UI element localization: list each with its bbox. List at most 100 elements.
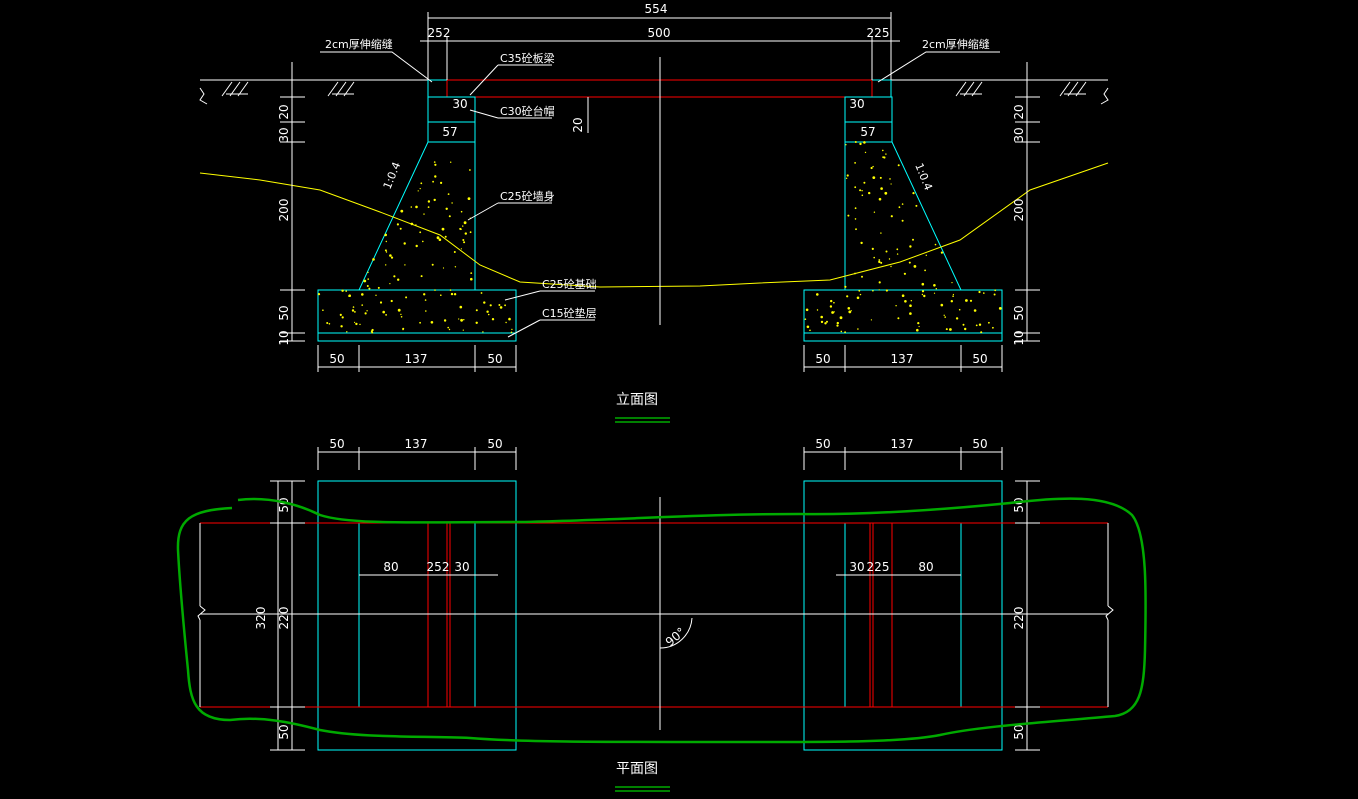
speckle <box>847 214 850 217</box>
speckle <box>863 181 866 184</box>
dim-beam-height: 20 <box>571 117 585 132</box>
speckle <box>885 250 888 253</box>
speckle <box>427 200 431 203</box>
speckle <box>448 328 451 331</box>
speckle <box>935 288 937 290</box>
speckle <box>434 289 436 291</box>
speckle <box>326 322 329 324</box>
speckle <box>850 310 852 312</box>
speckle <box>469 169 471 171</box>
break-mark-right <box>1100 87 1109 105</box>
speckle <box>940 251 944 254</box>
speckle <box>824 322 827 325</box>
speckle <box>896 253 899 255</box>
speckle <box>431 263 434 266</box>
dim-left-h4: 50 <box>277 305 291 320</box>
plan-side-dimensions <box>270 480 1040 751</box>
speckle <box>450 292 454 296</box>
speckle <box>882 149 884 152</box>
speckle <box>339 313 342 316</box>
speckle <box>415 244 418 248</box>
dim-left-gap: 252 <box>428 26 451 40</box>
speckle <box>390 256 394 259</box>
speckle <box>884 191 888 195</box>
earth-hatching <box>221 81 1087 97</box>
speckle <box>863 141 866 144</box>
speckle <box>854 162 856 164</box>
speckle <box>872 165 874 168</box>
plan-inner-right-2: 225 <box>867 560 890 574</box>
speckle <box>861 190 863 192</box>
elevation-view: 554 500 252 225 2cm厚伸缩缝 2cm厚伸缩缝 C35砼板梁 C… <box>199 2 1109 423</box>
label-leaders <box>320 51 1000 338</box>
right-abutment <box>803 79 1003 342</box>
speckle <box>415 205 418 209</box>
elevation-title: 立面图 <box>616 392 658 408</box>
speckle <box>420 182 423 185</box>
speckle <box>462 329 464 331</box>
speckle <box>425 310 427 312</box>
plan-left-total: 320 <box>254 607 268 630</box>
speckle <box>951 282 953 284</box>
speckle <box>925 254 927 256</box>
speckle <box>878 260 881 264</box>
speckle <box>470 277 473 281</box>
plan-inner-right-3: 80 <box>918 560 933 574</box>
dim-right-h1: 20 <box>1012 104 1026 119</box>
plan-left-mid: 220 <box>277 607 291 630</box>
plan-dim-right-2: 137 <box>891 437 914 451</box>
label-joint-left: 2cm厚伸缩缝 <box>325 37 393 51</box>
speckle <box>820 320 824 324</box>
speckle <box>463 241 466 244</box>
speckle <box>400 313 402 316</box>
speckle <box>354 311 356 313</box>
speckle <box>385 264 387 266</box>
speckle <box>436 236 440 240</box>
speckle <box>901 203 904 205</box>
plan-right-top: 50 <box>1012 497 1026 512</box>
speckle <box>861 194 864 197</box>
speckle <box>419 231 422 234</box>
speckle <box>855 228 857 231</box>
speckle <box>885 289 889 292</box>
label-body: C25砼墙身 <box>500 189 555 203</box>
left-footing <box>317 289 517 334</box>
speckle <box>854 207 857 210</box>
speckle <box>453 293 457 296</box>
speckle <box>440 181 443 184</box>
speckle <box>404 264 406 266</box>
dim-base-right-1: 50 <box>815 352 830 366</box>
speckle <box>434 163 437 166</box>
speckle <box>403 242 406 245</box>
dim-right-h4: 50 <box>1012 305 1026 320</box>
angle-arc <box>659 617 693 649</box>
dim-cap-right: 57 <box>860 125 875 139</box>
speckle <box>806 325 810 329</box>
speckle <box>396 223 399 226</box>
speckle <box>845 177 848 179</box>
speckle <box>836 324 839 327</box>
speckle <box>839 316 843 320</box>
speckle <box>372 258 375 261</box>
speckle <box>438 238 442 241</box>
speckle <box>417 190 419 192</box>
dim-right-h5: 10 <box>1012 330 1026 345</box>
plan-dim-right-3: 50 <box>972 437 987 451</box>
speckle <box>854 218 857 220</box>
speckle <box>400 209 404 213</box>
speckle <box>964 327 967 331</box>
speckle <box>504 304 506 307</box>
speckle <box>933 292 936 294</box>
speckle <box>949 328 952 331</box>
speckle <box>804 318 807 321</box>
speckle <box>441 227 445 231</box>
speckle <box>375 294 377 296</box>
dim-base-left-2: 137 <box>405 352 428 366</box>
speckle <box>459 227 462 230</box>
dim-base-left-3: 50 <box>487 352 502 366</box>
plan-view: 50 137 50 50 137 50 <box>176 437 1147 792</box>
base-dimensions <box>317 345 1003 372</box>
highlight-loop <box>176 497 1147 744</box>
speckle <box>475 309 478 312</box>
